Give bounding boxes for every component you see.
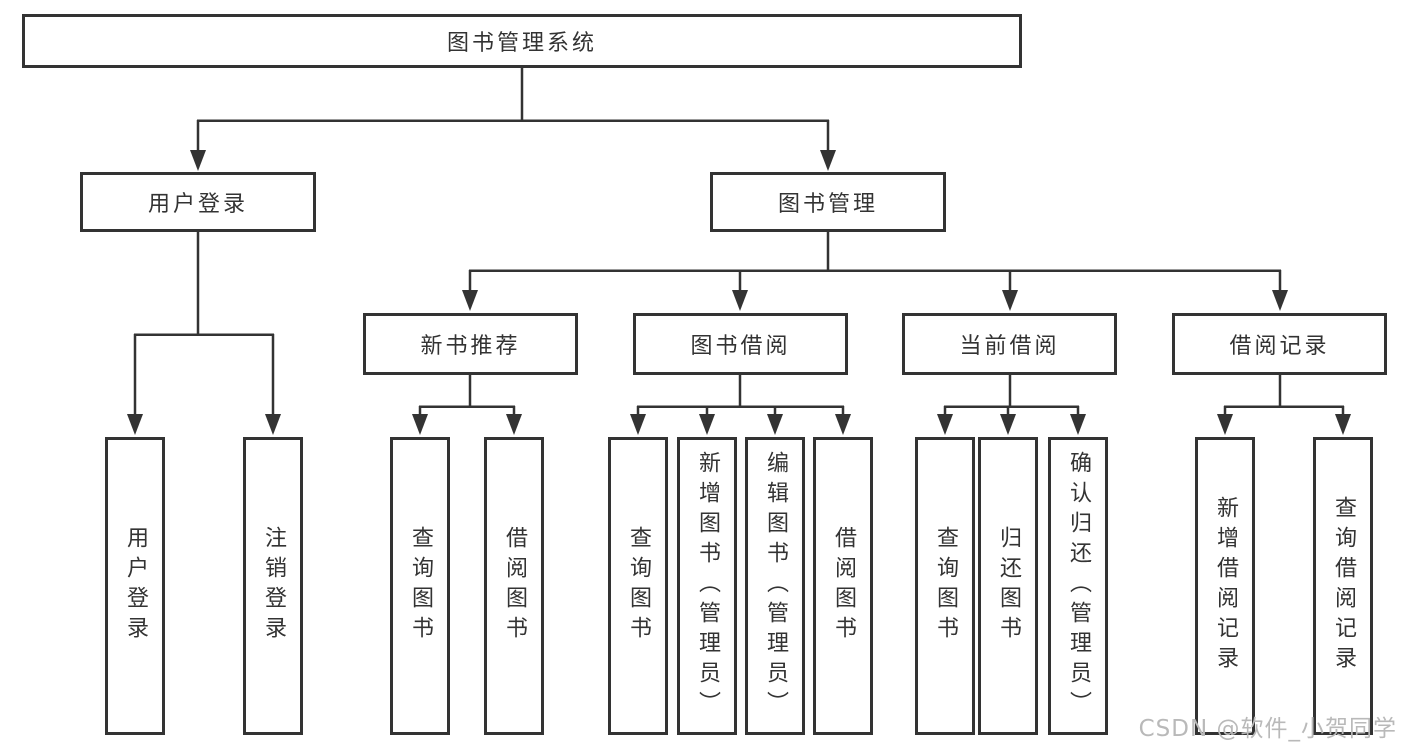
arrow-icon (1002, 290, 1018, 311)
leaf-confirm-return-admin: 确认归还（管理员） (1048, 437, 1108, 735)
arrow-icon (835, 414, 851, 435)
node-book-management-label: 图书管理 (777, 192, 878, 217)
arrowheads (127, 150, 1351, 435)
node-current-borrow-label: 当前借阅 (959, 334, 1060, 359)
node-user-login: 用户登录 (80, 172, 316, 232)
arrow-icon (1070, 414, 1086, 435)
arrow-icon (127, 414, 143, 435)
leaf-logout-label: 注销登录 (261, 526, 286, 646)
arrow-icon (412, 414, 428, 435)
leaf-logout: 注销登录 (243, 437, 303, 735)
leaf-borrow-books-2-label: 借阅图书 (831, 526, 856, 646)
node-user-login-label: 用户登录 (147, 192, 248, 217)
leaf-user-login: 用户登录 (105, 437, 165, 735)
arrow-icon (630, 414, 646, 435)
arrow-icon (1272, 290, 1288, 311)
leaf-user-login-label: 用户登录 (123, 526, 148, 646)
arrow-icon (1217, 414, 1233, 435)
node-root: 图书管理系统 (22, 14, 1022, 68)
arrow-icon (265, 414, 281, 435)
node-borrow-records-label: 借阅记录 (1229, 334, 1330, 359)
leaf-add-borrow-record-label: 新增借阅记录 (1213, 496, 1238, 676)
arrow-icon (767, 414, 783, 435)
leaf-edit-book-admin-label: 编辑图书（管理员） (763, 451, 788, 721)
node-root-label: 图书管理系统 (446, 31, 597, 56)
arrow-icon (937, 414, 953, 435)
node-book-borrow: 图书借阅 (633, 313, 848, 375)
leaf-query-books-2-label: 查询图书 (626, 526, 651, 646)
leaf-query-books-3-label: 查询图书 (933, 526, 958, 646)
connector-edges (133, 68, 1345, 416)
arrow-icon (699, 414, 715, 435)
arrow-icon (462, 290, 478, 311)
arrow-icon (1000, 414, 1016, 435)
arrow-icon (1335, 414, 1351, 435)
leaf-borrow-books-1-label: 借阅图书 (502, 526, 527, 646)
arrow-icon (190, 150, 206, 171)
arrow-icon (820, 150, 836, 171)
leaf-borrow-books-1: 借阅图书 (484, 437, 544, 735)
node-book-borrow-label: 图书借阅 (690, 334, 791, 359)
leaf-confirm-return-admin-label: 确认归还（管理员） (1066, 451, 1091, 721)
node-book-management: 图书管理 (710, 172, 946, 232)
arrow-icon (506, 414, 522, 435)
leaf-return-book-label: 归还图书 (996, 526, 1021, 646)
leaf-add-book-admin-label: 新增图书（管理员） (695, 451, 720, 721)
leaf-query-books-1-label: 查询图书 (408, 526, 433, 646)
leaf-query-books-1: 查询图书 (390, 437, 450, 735)
node-borrow-records: 借阅记录 (1172, 313, 1387, 375)
leaf-borrow-books-2: 借阅图书 (813, 437, 873, 735)
csdn-watermark: CSDN @软件_小贺同学 (1138, 716, 1397, 742)
leaf-add-borrow-record: 新增借阅记录 (1195, 437, 1255, 735)
node-current-borrow: 当前借阅 (902, 313, 1117, 375)
leaf-add-book-admin: 新增图书（管理员） (677, 437, 737, 735)
node-new-book-recommend-label: 新书推荐 (420, 334, 521, 359)
arrow-icon (732, 290, 748, 311)
leaf-query-books-2: 查询图书 (608, 437, 668, 735)
leaf-query-borrow-record: 查询借阅记录 (1313, 437, 1373, 735)
node-new-book-recommend: 新书推荐 (363, 313, 578, 375)
leaf-edit-book-admin: 编辑图书（管理员） (745, 437, 805, 735)
leaf-query-borrow-record-label: 查询借阅记录 (1331, 496, 1356, 676)
leaf-return-book: 归还图书 (978, 437, 1038, 735)
leaf-query-books-3: 查询图书 (915, 437, 975, 735)
